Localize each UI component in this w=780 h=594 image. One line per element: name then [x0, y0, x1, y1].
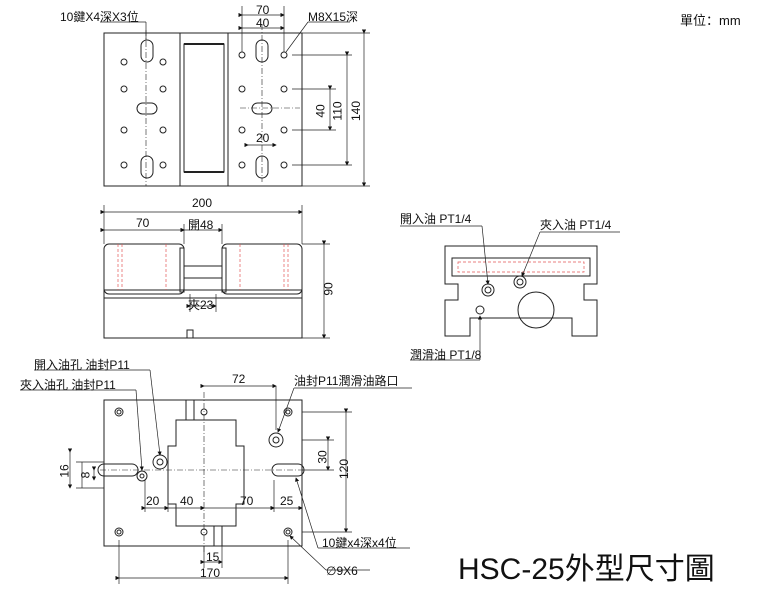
side-view-right-jaw: [221, 243, 303, 295]
drawing-title: HSC-25外型尺寸圖: [458, 553, 715, 586]
bottom-view: [20, 369, 412, 584]
top-dim-140: 140: [349, 100, 364, 122]
bottom-seal-lube-label: 油封P11潤滑油路口: [294, 374, 399, 388]
top-keyway-slot: [140, 39, 154, 63]
top-dim-40: 40: [256, 16, 270, 30]
top-view-slot: [183, 43, 225, 173]
bottom-dim-40: 40: [180, 494, 194, 508]
side-clamp-23: 夾23: [188, 298, 214, 312]
side-dim-70: 70: [136, 216, 150, 230]
bottom-dim-170: 170: [200, 566, 221, 580]
end-view-outline: [444, 245, 598, 337]
bottom-lube-port: [268, 432, 284, 448]
bottom-dim-20: 20: [146, 494, 160, 508]
bottom-keyway-callout: 10鍵x4深x4位: [322, 536, 397, 550]
bottom-dim-16: 16: [57, 464, 72, 478]
bottom-dim-120: 120: [337, 458, 352, 480]
side-view-left-jaw: [103, 243, 185, 295]
bottom-dim-70: 70: [240, 494, 254, 508]
bottom-clamp-port-label: 夾入油孔 油封P11: [20, 378, 116, 392]
bottom-mounting-holes: [114, 407, 293, 537]
side-dim-90: 90: [321, 282, 336, 296]
end-view-slide: [451, 257, 591, 277]
lube-oil-port: [475, 305, 485, 315]
end-view: [400, 225, 620, 361]
side-view-base: [103, 289, 303, 339]
side-view: [100, 205, 330, 339]
bottom-dim-30: 30: [315, 450, 330, 464]
top-dim-20: 20: [256, 131, 270, 145]
bottom-view-pocket: [167, 419, 245, 527]
bottom-open-port: [152, 454, 168, 470]
top-keyway-slot: [140, 155, 154, 179]
bottom-dim-15: 15: [206, 550, 220, 564]
top-right-hole-grid: [238, 51, 288, 169]
side-view-gap: [183, 265, 223, 279]
side-open-48: 開48: [188, 218, 214, 232]
bottom-hole-callout: ∅9X6: [326, 564, 358, 578]
top-dim-70: 70: [256, 3, 270, 17]
top-keyway-callout: 10鍵X4深X3位: [60, 10, 139, 24]
top-tap-callout: M8X15深: [308, 10, 359, 24]
end-lube-oil-label: 潤滑油 PT1/8: [410, 348, 482, 362]
side-dim-200: 200: [192, 196, 213, 210]
end-clamp-oil-label: 夾入油 PT1/4: [540, 218, 612, 232]
top-left-hole-grid: [120, 58, 167, 169]
unit-label: 單位：mm: [680, 13, 741, 28]
clamp-oil-port: [513, 275, 527, 289]
top-dim-110: 110: [330, 101, 345, 121]
bottom-dim-25: 25: [280, 494, 294, 508]
open-oil-port: [481, 283, 495, 297]
top-keyway-slot: [136, 102, 158, 115]
bottom-open-port-label: 開入油孔 油封P11: [34, 358, 130, 372]
end-view-bore: [517, 291, 555, 329]
bottom-dim-72: 72: [232, 372, 246, 386]
bottom-dim-8: 8: [78, 471, 93, 479]
end-open-oil-label: 開入油 PT1/4: [400, 212, 472, 226]
bottom-view-body: [103, 399, 303, 547]
top-view-body: [103, 32, 303, 187]
top-dim-40v: 40: [313, 104, 328, 118]
bottom-clamp-port: [136, 470, 148, 482]
top-view: [100, 6, 370, 187]
